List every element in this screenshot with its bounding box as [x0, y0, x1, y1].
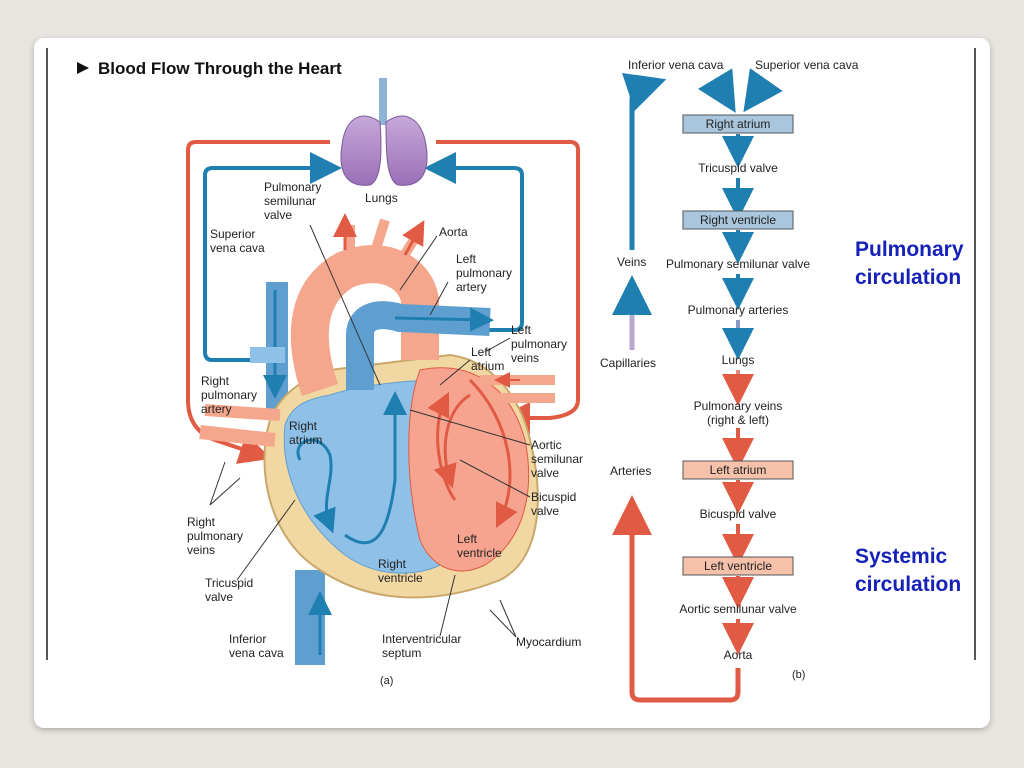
label-interventricular-septum: Interventricular septum — [382, 632, 465, 660]
label-superior-vena-cava: Superior vena cava — [210, 227, 265, 255]
systemic-circulation-label: Systemic circulation — [855, 545, 962, 596]
blue-loop-left — [203, 152, 342, 362]
flow-step-label: Aorta — [724, 648, 753, 662]
left-border-line — [46, 48, 48, 660]
heart-illustration — [186, 78, 580, 665]
label-right-atrium: Right atrium — [289, 419, 322, 447]
flow-step-box — [682, 114, 794, 134]
flow-step-label: Right atrium — [706, 117, 771, 131]
flowchart: Inferior vena cava Superior vena cava Ri… — [600, 58, 859, 703]
flow-step-label: Lungs — [722, 353, 755, 367]
right-border-line — [974, 48, 976, 660]
label-right-ventricle: Right ventricle — [378, 557, 423, 585]
flow-step-label: Left ventricle — [704, 559, 772, 573]
flow-step-label: Aortic semilunar valve — [679, 602, 797, 616]
flow-label-arteries: Arteries — [610, 464, 651, 478]
diagram-title: Blood Flow Through the Heart — [77, 59, 342, 78]
label-aortic-semilunar-valve: Aortic semilunar valve — [531, 438, 586, 480]
flow-step-label: Bicuspid valve — [700, 507, 777, 521]
label-lungs: Lungs — [365, 191, 398, 205]
label-left-ventricle: Left ventricle — [457, 532, 502, 560]
aorta-vessel — [290, 245, 439, 397]
flow-step-label: Pulmonary arteries — [688, 303, 789, 317]
systemic-loop-red — [612, 495, 741, 703]
red-loop-right — [436, 140, 580, 434]
flow-step-label: Pulmonary semilunar valve — [666, 257, 810, 271]
label-inferior-vena-cava: Inferior vena cava — [229, 632, 284, 660]
label-myocardium: Myocardium — [516, 635, 581, 649]
flow-step-label: Right ventricle — [700, 213, 776, 227]
flow-inferior-vena-cava: Inferior vena cava — [628, 58, 724, 72]
flow-step-sublabel: (right & left) — [707, 413, 769, 427]
label-left-pulmonary-veins: Left pulmonary veins — [511, 323, 570, 365]
flow-superior-vena-cava: Superior vena cava — [755, 58, 859, 72]
label-bicuspid-valve: Bicuspid valve — [531, 490, 580, 518]
label-pulmonary-semilunar-valve: Pulmonary semilunar valve — [264, 180, 325, 222]
flow-label-veins: Veins — [617, 255, 646, 269]
label-right-pulmonary-artery: Right pulmonary artery — [201, 374, 260, 416]
flow-step-box — [682, 460, 794, 480]
part-b-letter: (b) — [792, 669, 805, 681]
title-text: Blood Flow Through the Heart — [98, 59, 342, 78]
flow-step-label: Tricuspid valve — [698, 161, 778, 175]
label-right-pulmonary-veins: Right pulmonary veins — [187, 515, 246, 557]
part-a-labels: Lungs Pulmonary semilunar valve Aorta Su… — [187, 180, 586, 687]
title-bullet-icon — [77, 62, 89, 74]
flow-step-box — [682, 210, 794, 230]
label-aorta: Aorta — [439, 225, 468, 239]
flow-step-label: Left atrium — [710, 463, 767, 477]
flow-step-box — [682, 556, 794, 576]
part-a-letter: (a) — [380, 675, 393, 687]
flow-step-label: Pulmonary veins — [694, 399, 783, 413]
pulmonary-circulation-label: Pulmonary circulation — [855, 238, 964, 289]
flow-label-capillaries: Capillaries — [600, 356, 656, 370]
label-tricuspid-valve: Tricuspid valve — [205, 576, 257, 604]
label-left-pulmonary-artery: Left pulmonary artery — [456, 252, 515, 294]
venous-return-blue — [621, 72, 667, 250]
lungs-illustration — [340, 78, 428, 186]
blue-loop-right — [424, 152, 524, 332]
label-left-atrium: Left atrium — [471, 345, 504, 373]
